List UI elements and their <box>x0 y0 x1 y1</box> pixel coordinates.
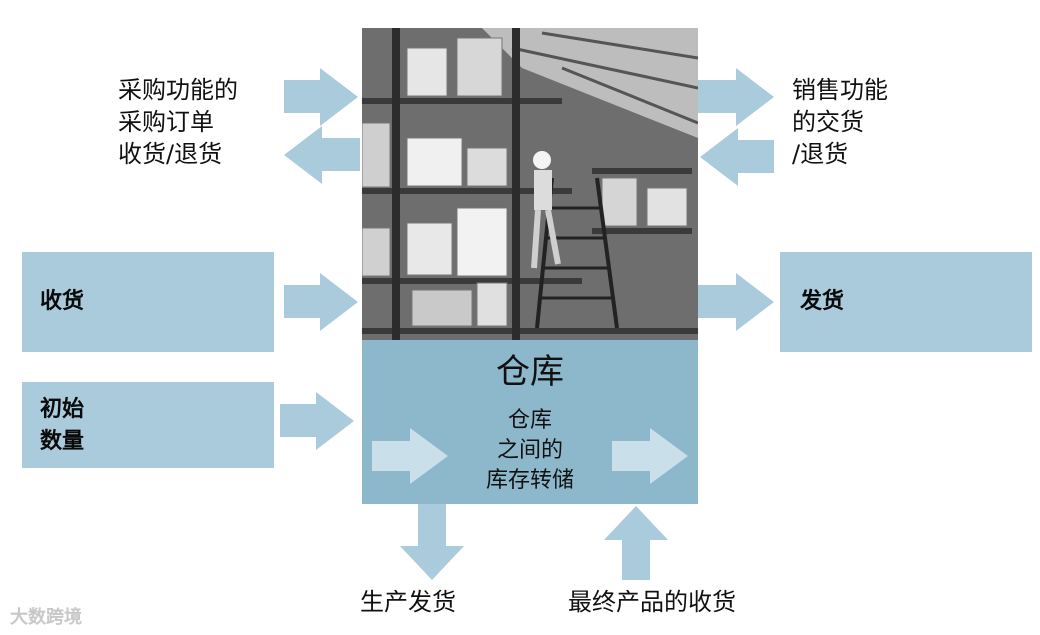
arrow-production-down <box>400 504 464 580</box>
shipping-box-label: 发货 <box>800 289 845 314</box>
arrow-shipping-out <box>698 273 774 331</box>
sales-function-label: 销售功能 的交货 /退货 <box>792 76 888 168</box>
production-issue-label: 生产发货 <box>360 588 456 616</box>
purchase-function-label: 采购功能的 采购订单 收货/退货 <box>118 76 238 168</box>
warehouse-photo <box>362 28 698 340</box>
warehouse-transfer-label: 仓库 之间的 库存转储 <box>485 408 574 493</box>
shipping-box: 发货 <box>780 252 1032 352</box>
receiving-box: 收货 <box>22 252 274 352</box>
initial-quantity-box: 初始 数量 <box>22 382 274 468</box>
arrow-initial-in <box>280 392 354 450</box>
receiving-box-label: 收货 <box>40 289 85 314</box>
arrow-transfer-left <box>372 428 448 484</box>
arrow-receiving-in <box>284 273 358 331</box>
arrow-transfer-right <box>612 428 688 484</box>
watermark-logo: 大数跨境 <box>10 607 82 628</box>
arrow-sales-in <box>700 128 774 186</box>
arrow-sales-out <box>698 68 774 126</box>
arrow-final-up <box>604 506 668 580</box>
warehouse-title: 仓库 <box>496 352 564 392</box>
final-product-receipt-label: 最终产品的收货 <box>568 588 736 616</box>
arrow-purchase-in <box>284 68 358 126</box>
initial-quantity-box-label: 初始 数量 <box>40 397 85 454</box>
arrow-purchase-out <box>284 126 360 184</box>
